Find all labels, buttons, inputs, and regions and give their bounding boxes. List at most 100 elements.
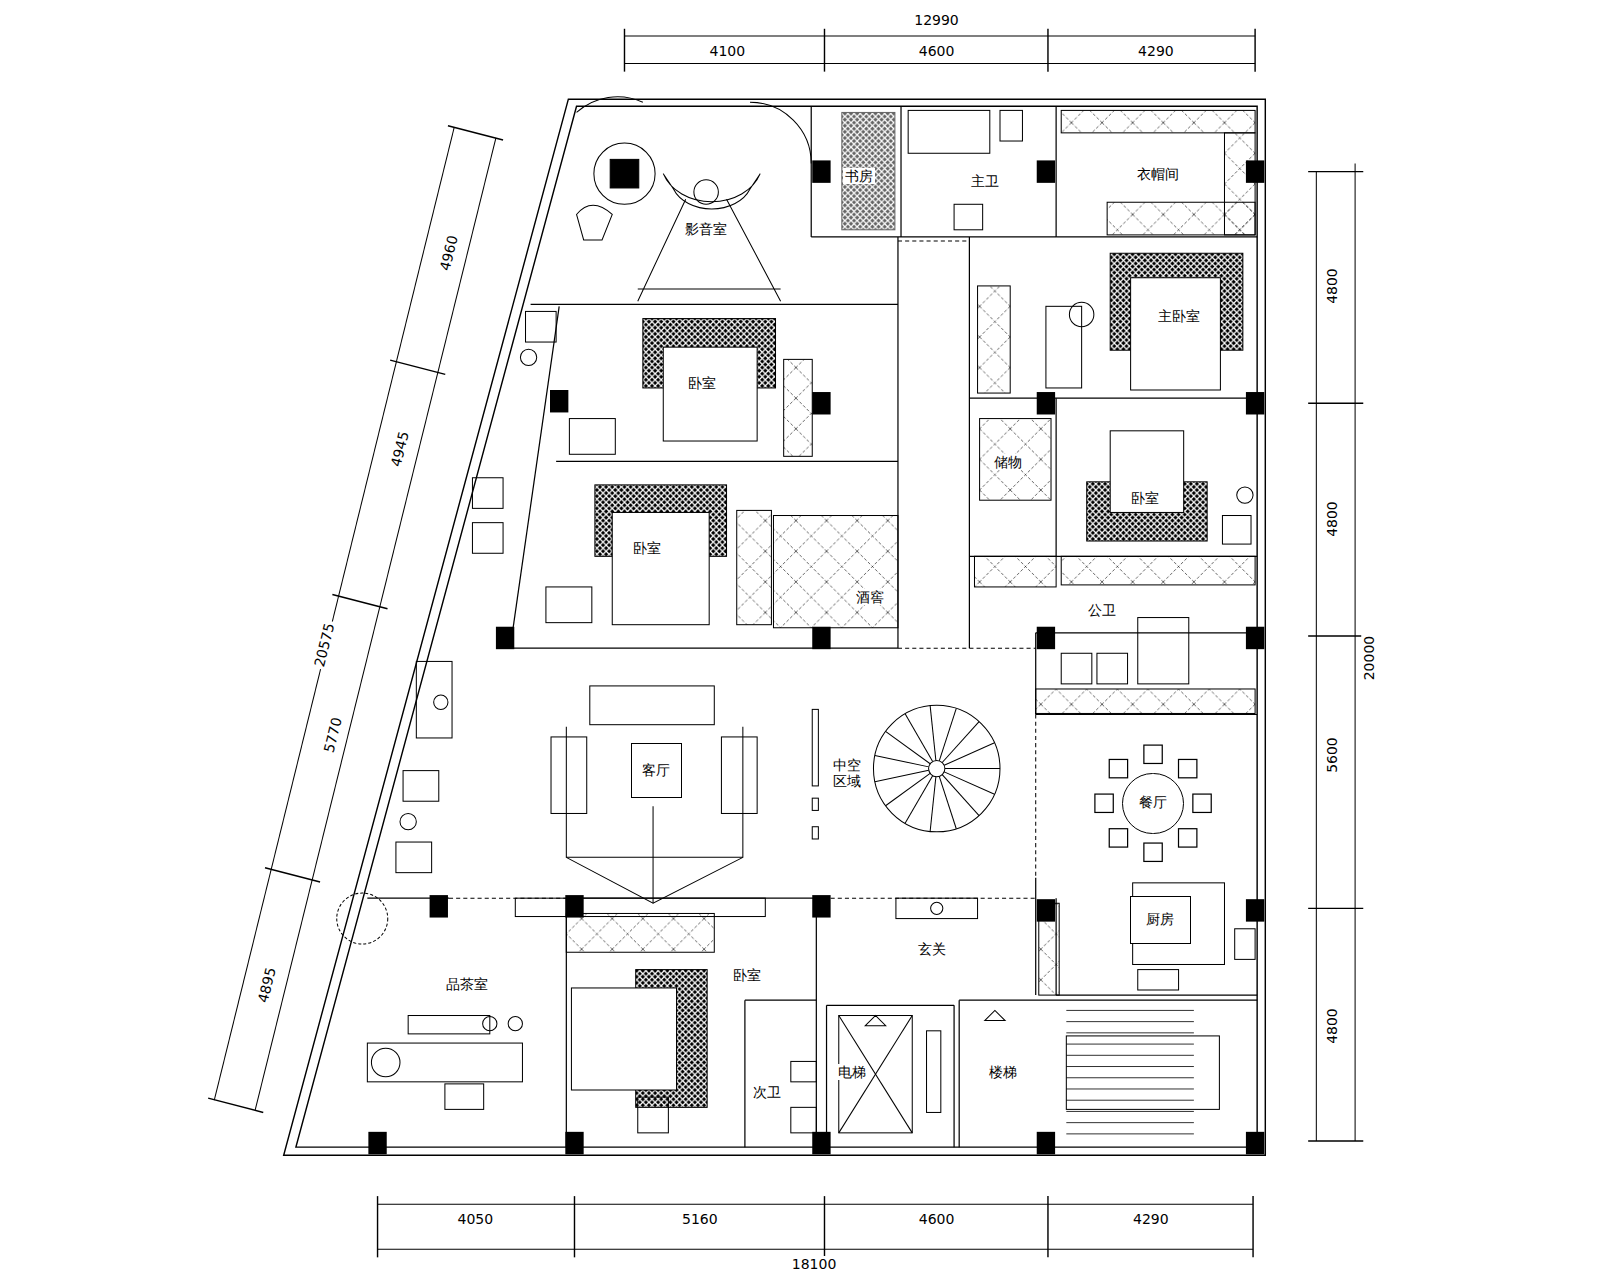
dimension-label: 4290 xyxy=(1131,1211,1171,1227)
tick xyxy=(624,29,625,72)
room-label: 书房 xyxy=(843,168,875,184)
stair-step xyxy=(942,775,979,816)
dimension-label: 4945 xyxy=(387,428,412,470)
tread xyxy=(1066,1021,1194,1022)
dimension-label: 20575 xyxy=(311,620,338,671)
column xyxy=(812,160,830,182)
column xyxy=(1037,1132,1055,1154)
room-label: 衣帽间 xyxy=(1135,166,1181,182)
column xyxy=(812,392,830,414)
dimension-label: 4895 xyxy=(255,964,280,1006)
dimension-label: 4800 xyxy=(1323,499,1339,539)
stairs xyxy=(839,1010,1220,1132)
column xyxy=(1037,627,1055,649)
dimension-label: 5600 xyxy=(1323,736,1339,776)
column xyxy=(812,1132,830,1154)
tread xyxy=(1066,1032,1194,1033)
chair xyxy=(1095,794,1113,812)
tick xyxy=(1047,29,1048,72)
tread xyxy=(1066,1100,1194,1101)
sofas xyxy=(515,686,765,917)
room-name: 餐厅 xyxy=(1139,794,1167,812)
column xyxy=(1246,627,1264,649)
tread xyxy=(1066,1122,1194,1123)
room-label: 酒窖 xyxy=(854,589,886,605)
tick xyxy=(1254,29,1255,72)
tick xyxy=(824,29,825,72)
wall xyxy=(969,398,1257,399)
room-label: 卧室 xyxy=(686,375,718,391)
tick xyxy=(208,1098,263,1112)
column xyxy=(565,1132,583,1154)
room-label: 品茶室 xyxy=(444,976,490,992)
columns xyxy=(368,160,1264,1154)
tread xyxy=(1066,1066,1194,1067)
column xyxy=(1037,160,1055,182)
chair xyxy=(1179,759,1197,777)
room-name: 厨房 xyxy=(1146,911,1174,929)
tick xyxy=(1308,171,1363,172)
cabinets xyxy=(566,110,1255,995)
stair-step xyxy=(905,714,933,762)
room-name: 客厅 xyxy=(642,762,670,780)
tick xyxy=(1308,403,1363,404)
tick xyxy=(1308,908,1363,909)
wall xyxy=(1056,398,1057,556)
room-label: 影音室 xyxy=(683,221,729,237)
stair-step xyxy=(944,743,994,765)
wall xyxy=(826,1005,827,1147)
wall xyxy=(744,1000,745,1147)
dimension-label: 4600 xyxy=(917,1211,957,1227)
wall xyxy=(1056,236,1257,237)
tick xyxy=(377,1196,378,1257)
wall xyxy=(1036,632,1257,633)
column xyxy=(812,627,830,649)
stair-step xyxy=(886,731,931,763)
wall xyxy=(969,237,970,648)
chair xyxy=(1144,745,1162,763)
tick xyxy=(1047,1196,1048,1257)
room-label: 楼梯 xyxy=(987,1064,1019,1080)
wall xyxy=(959,1000,1257,1001)
room-label: 中空 区域 xyxy=(830,757,863,789)
wall xyxy=(745,1000,816,1001)
wall xyxy=(900,106,901,237)
room-label: 储物 xyxy=(992,454,1024,470)
dimension-label: 20000 xyxy=(1361,634,1377,683)
open-boundaries xyxy=(449,241,1036,898)
column xyxy=(1246,392,1264,414)
spiral-stair xyxy=(873,705,1000,832)
wall xyxy=(556,461,898,462)
room-label: 卧室 xyxy=(1129,490,1161,506)
stair-step xyxy=(939,776,956,828)
dimension-label: 12990 xyxy=(912,12,961,28)
wall xyxy=(1035,878,1036,995)
wall xyxy=(531,304,898,305)
column xyxy=(368,1132,386,1154)
stair-step xyxy=(939,708,956,760)
tread xyxy=(1066,1133,1194,1134)
stair-step xyxy=(945,768,1000,769)
tick xyxy=(390,360,445,374)
tick xyxy=(448,126,503,140)
chair xyxy=(1109,759,1127,777)
wall xyxy=(811,236,1056,237)
dimension-label: 4290 xyxy=(1136,43,1176,59)
tick xyxy=(1308,1140,1363,1141)
wall xyxy=(1036,714,1257,715)
wall xyxy=(811,106,812,237)
dimension-label: 5770 xyxy=(320,714,345,756)
wall xyxy=(1056,994,1257,995)
dimension-label: 4800 xyxy=(1323,266,1339,306)
wall xyxy=(510,306,559,648)
column xyxy=(430,895,448,917)
stair-step xyxy=(930,706,936,761)
stair-step xyxy=(875,770,929,781)
dining-chairs xyxy=(1095,745,1211,861)
room-label: 次卫 xyxy=(751,1084,783,1100)
room-box: 厨房 xyxy=(1130,896,1191,944)
tick xyxy=(1252,1196,1253,1257)
tread xyxy=(1066,1088,1194,1089)
tick xyxy=(574,1196,575,1257)
